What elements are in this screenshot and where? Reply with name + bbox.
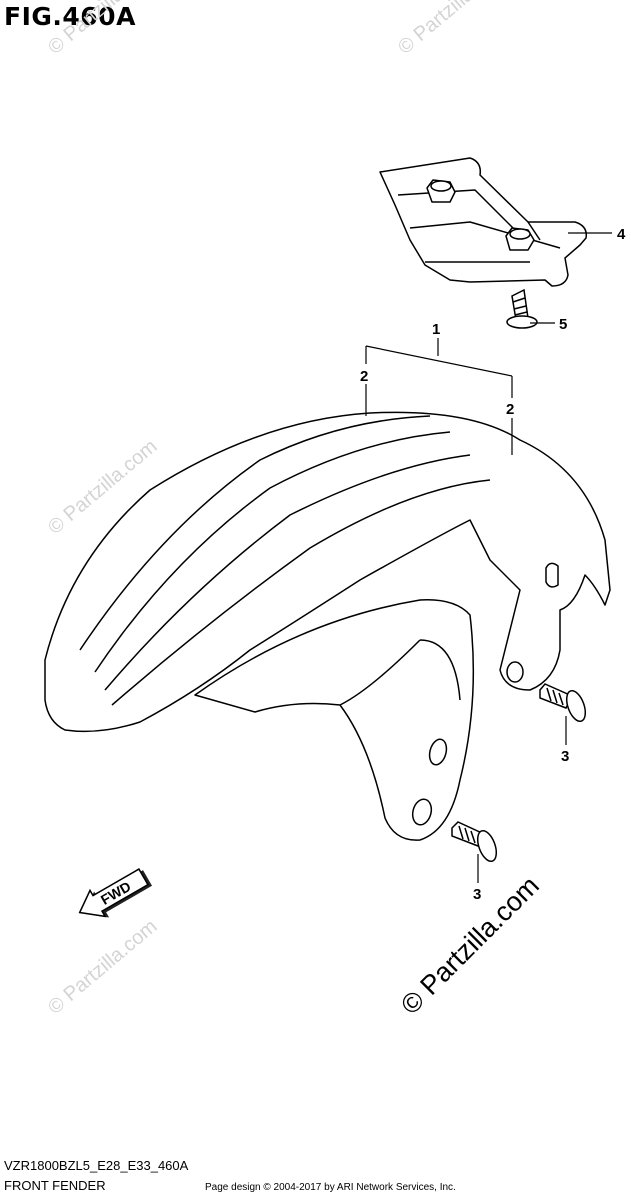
diagram-code: VZR1800BZL5_E28_E33_460A xyxy=(4,1158,189,1173)
callout-3[interactable]: 3 xyxy=(473,886,481,903)
bolt-part-3-a[interactable] xyxy=(539,683,589,724)
callout-2[interactable]: 2 xyxy=(506,401,514,418)
partzilla-watermark: © Partzilla.com xyxy=(395,870,545,1020)
callout-2[interactable]: 2 xyxy=(360,368,368,385)
callout-3[interactable]: 3 xyxy=(561,748,569,765)
callout-1[interactable]: 1 xyxy=(432,321,440,338)
screw-part-5[interactable] xyxy=(506,288,538,329)
watermark-text: © Partzilla.com xyxy=(44,915,161,1018)
figure-title: FIG.460A xyxy=(4,2,136,31)
fwd-direction-arrow: FWD xyxy=(78,868,153,918)
callout-4[interactable]: 4 xyxy=(617,226,626,243)
bolt-part-3-b[interactable] xyxy=(451,821,500,864)
front-fender-part-1[interactable] xyxy=(44,411,611,841)
watermark-text: © Partzilla.com xyxy=(394,0,511,59)
leader-lines xyxy=(365,232,612,883)
bracket-part-4[interactable] xyxy=(379,157,588,287)
footer-copyright: Page design © 2004-2017 by ARI Network S… xyxy=(205,1182,456,1193)
callout-5[interactable]: 5 xyxy=(559,316,567,333)
watermark-text: © Partzilla.com xyxy=(44,0,161,59)
section-name: FRONT FENDER xyxy=(4,1178,106,1193)
